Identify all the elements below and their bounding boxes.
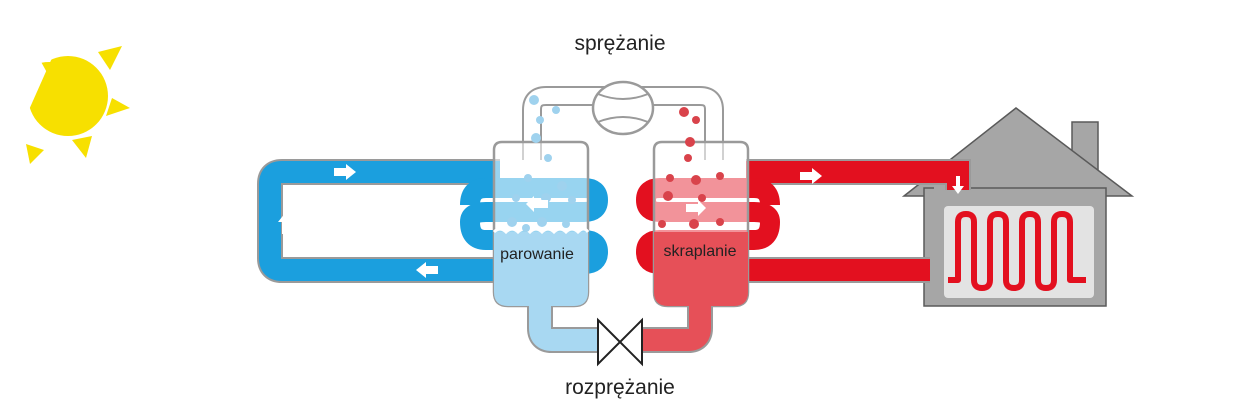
expansion-valve-icon: [597, 317, 643, 367]
arrow-icon: [278, 164, 964, 278]
hot-bubbles: [658, 107, 724, 229]
radiator-icon: [948, 211, 1086, 291]
expansion-loop: [527, 306, 713, 353]
sun-icon: [26, 46, 130, 164]
evaporation-label: parowanie: [500, 246, 574, 263]
condenser-vessel: [652, 140, 750, 308]
expansion-label: rozprężanie: [565, 376, 675, 399]
compression-label: sprężanie: [574, 32, 666, 55]
condensation-label: skraplanie: [663, 243, 737, 260]
compressor-icon: [591, 80, 655, 136]
